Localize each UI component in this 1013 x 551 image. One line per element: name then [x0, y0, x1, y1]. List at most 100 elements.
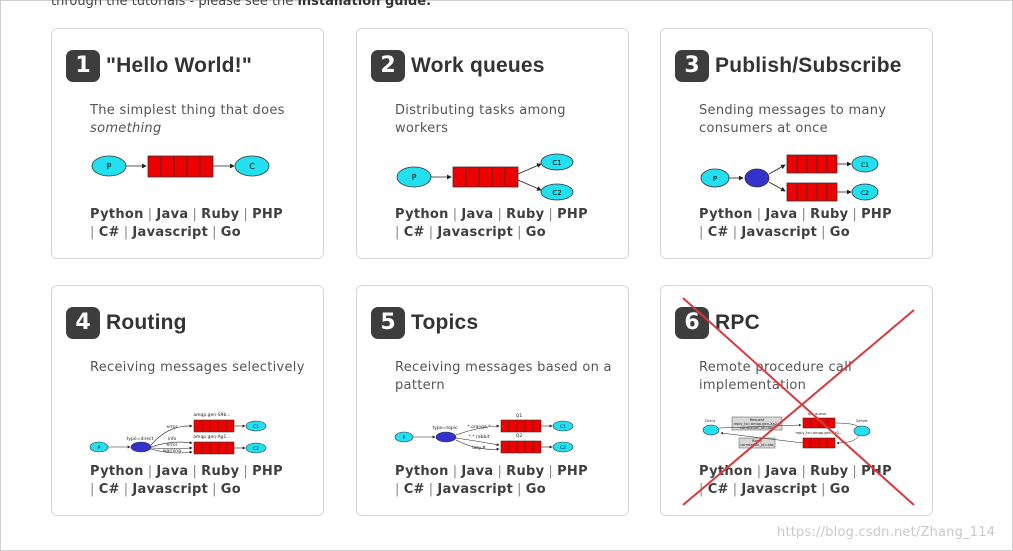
lang-link-java[interactable]: Java — [765, 464, 798, 479]
lang-link-go[interactable]: Go — [829, 482, 850, 497]
lang-link-ruby[interactable]: Ruby — [201, 207, 240, 222]
lang-link-javascript[interactable]: Javascript — [741, 482, 818, 497]
lang-link-csharp[interactable]: C# — [98, 482, 120, 497]
producer-label: P — [412, 173, 417, 182]
lang-link-python[interactable]: Python — [699, 464, 753, 479]
lang-link-javascript[interactable]: Javascript — [132, 482, 209, 497]
tutorial-title: Routing — [106, 311, 187, 334]
card-title[interactable]: 5 Topics — [371, 307, 478, 339]
lang-link-go[interactable]: Go — [220, 482, 241, 497]
rpc-queue-node — [802, 417, 836, 429]
lang-link-javascript[interactable]: Javascript — [132, 225, 209, 240]
consumer-2-label: C2 — [560, 445, 566, 451]
lang-link-ruby[interactable]: Ruby — [201, 464, 240, 479]
installation-guide-link[interactable]: installation guide. — [297, 0, 432, 9]
tutorial-description: Receiving messages based on a pattern — [395, 360, 612, 393]
producer-label: P — [98, 445, 101, 451]
lang-link-java[interactable]: Java — [156, 207, 189, 222]
consumer-node-1 — [851, 155, 879, 173]
tutorial-number-badge: 1 — [66, 50, 100, 82]
tutorial-description: Distributing tasks among workers — [395, 103, 566, 136]
lang-link-ruby[interactable]: Ruby — [810, 464, 849, 479]
publish-subscribe-diagram: P X C1 C — [700, 154, 879, 202]
routing-key-rabbit-label: *.*.rabbit — [469, 434, 490, 440]
routing-key-error-label: error — [167, 424, 178, 430]
reply-queue-node — [802, 437, 836, 449]
lang-link-php[interactable]: PHP — [252, 207, 283, 222]
lang-link-go[interactable]: Go — [525, 482, 546, 497]
consumer-1-label: C1 — [253, 424, 259, 430]
card-title[interactable]: 4 Routing — [66, 307, 187, 339]
lang-link-python[interactable]: Python — [699, 207, 753, 222]
lang-link-csharp[interactable]: C# — [707, 225, 729, 240]
server-label: Server — [856, 419, 868, 423]
exchange-node — [744, 168, 770, 188]
consumer-node-1 — [552, 420, 574, 432]
lang-link-php[interactable]: PHP — [861, 464, 892, 479]
language-links: Python|Java|Ruby|PHP|C#|Javascript|Go — [395, 464, 588, 497]
lang-link-java[interactable]: Java — [461, 207, 494, 222]
tutorial-number-badge: 4 — [66, 307, 100, 339]
tutorial-description: Receiving messages selectively — [90, 360, 305, 375]
lang-link-php[interactable]: PHP — [557, 207, 588, 222]
lang-link-csharp[interactable]: C# — [403, 482, 425, 497]
lang-link-ruby[interactable]: Ruby — [810, 207, 849, 222]
card-title[interactable]: 6 RPC — [675, 307, 760, 339]
lang-link-go[interactable]: Go — [525, 225, 546, 240]
lang-link-csharp[interactable]: C# — [98, 225, 120, 240]
intro-text: through the tutorials - please see the i… — [51, 0, 431, 9]
lang-link-csharp[interactable]: C# — [403, 225, 425, 240]
tutorial-card-routing: 4 Routing Receiving messages selectively… — [51, 285, 324, 516]
lang-link-go[interactable]: Go — [220, 225, 241, 240]
routing-key-warning-label: warning — [163, 448, 181, 454]
consumer-2-label: C2 — [253, 446, 259, 452]
lang-link-java[interactable]: Java — [461, 464, 494, 479]
routing-key-error-2-label: error — [167, 442, 178, 448]
queue-node-1 — [786, 154, 838, 174]
queue-node-2 — [193, 441, 235, 455]
card-title[interactable]: 2 Work queues — [371, 50, 545, 82]
tutorial-number-badge: 2 — [371, 50, 405, 82]
card-title[interactable]: 1 "Hello World!" — [66, 50, 252, 82]
lang-link-java[interactable]: Java — [765, 207, 798, 222]
tutorial-title: Work queues — [411, 54, 545, 77]
routing-diagram: P type=direct error info error warning a… — [89, 412, 267, 455]
tutorial-card-hello-world: 1 "Hello World!" The simplest thing that… — [51, 28, 324, 259]
lang-link-javascript[interactable]: Javascript — [437, 482, 514, 497]
tutorial-title: "Hello World!" — [106, 54, 252, 77]
lang-link-python[interactable]: Python — [90, 207, 144, 222]
lang-link-php[interactable]: PHP — [861, 207, 892, 222]
lang-link-python[interactable]: Python — [395, 464, 449, 479]
tutorial-description: The simplest thing that does something — [90, 102, 315, 138]
consumer-node-2 — [851, 183, 879, 201]
queue-node-2 — [500, 440, 542, 454]
exchange-label: X — [755, 175, 760, 183]
consumer-node-2 — [540, 183, 574, 201]
lang-link-ruby[interactable]: Ruby — [506, 464, 545, 479]
producer-label: P — [403, 435, 406, 441]
lang-link-java[interactable]: Java — [156, 464, 189, 479]
lang-link-php[interactable]: PHP — [557, 464, 588, 479]
consumer-node — [234, 155, 270, 177]
queue-node-1 — [193, 419, 235, 433]
rpc-diagram: Client Request reply_to=amqp.gen-Xa2... … — [702, 412, 871, 449]
consumer-label: C — [249, 162, 255, 171]
exchange-node — [130, 441, 152, 453]
queue-2-label: amqp.gen-Ag1... — [193, 434, 230, 440]
hello-world-diagram: P C — [91, 155, 270, 178]
tutorial-card-rpc: 6 RPC Remote procedure call implementati… — [660, 285, 933, 516]
tutorial-number-badge: 3 — [675, 50, 709, 82]
lang-link-python[interactable]: Python — [395, 207, 449, 222]
card-title[interactable]: 3 Publish/Subscribe — [675, 50, 902, 82]
lang-link-csharp[interactable]: C# — [707, 482, 729, 497]
lang-link-go[interactable]: Go — [829, 225, 850, 240]
tutorial-title: Topics — [411, 311, 479, 334]
tutorial-card-topics: 5 Topics Receiving messages based on a p… — [356, 285, 629, 516]
lang-link-php[interactable]: PHP — [252, 464, 283, 479]
lang-link-ruby[interactable]: Ruby — [506, 207, 545, 222]
producer-label: P — [713, 175, 717, 183]
lang-link-python[interactable]: Python — [90, 464, 144, 479]
lang-link-javascript[interactable]: Javascript — [437, 225, 514, 240]
lang-link-javascript[interactable]: Javascript — [741, 225, 818, 240]
